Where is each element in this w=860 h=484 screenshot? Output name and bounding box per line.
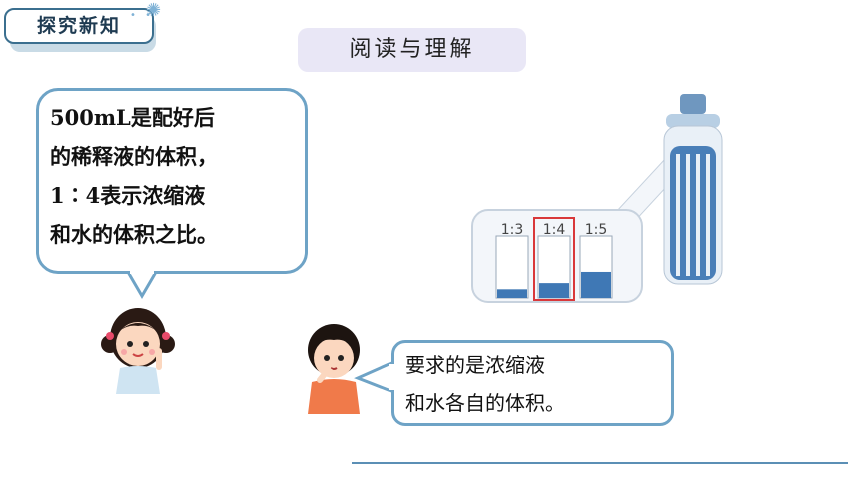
beaker-group: 1:3 1:4 1:5 (495, 217, 613, 301)
beaker-liquid (581, 271, 611, 298)
girl-speech-line: 和水的体积之比。 (50, 222, 218, 247)
boy-speech-line: 要求的是浓缩液 (405, 353, 545, 377)
beaker-liquid (539, 283, 569, 298)
boy-speech-line: 和水各自的体积。 (405, 391, 565, 415)
page-title: 阅读与理解 (298, 28, 526, 72)
badge-label: 探究新知 (36, 15, 121, 37)
girl-speech-line: 500mL是配好后 (50, 105, 215, 130)
beaker-glass (495, 235, 529, 299)
tail-cover (389, 364, 395, 390)
girl-speech-text: 500mL是配好后 的稀释液的体积， 1∶4表示浓缩液 和水的体积之比。 (50, 98, 300, 254)
girl-bubble-tail (126, 271, 158, 299)
beaker-liquid (497, 289, 527, 298)
girl-character (101, 308, 175, 394)
bottom-divider (352, 462, 848, 464)
bottle-icon (663, 94, 723, 285)
boy-speech-text: 要求的是浓缩液 和水各自的体积。 (405, 346, 667, 422)
beaker-label: 1:5 (585, 222, 608, 238)
boy-speech-bubble (391, 340, 674, 426)
girl-speech-line: 1∶4表示浓缩液 (50, 183, 206, 208)
beaker-label: 1:3 (501, 222, 524, 238)
girl-speech-line: 的稀释液的体积， (50, 144, 218, 169)
beaker-label: 1:4 (543, 222, 566, 238)
beaker-highlight (533, 217, 575, 301)
badge-box (4, 8, 154, 44)
boy-character (308, 324, 360, 414)
dots-icon: • • (130, 10, 154, 21)
diluent-scene: 1:3 1:4 1:5 (471, 94, 723, 303)
tail-cover (130, 270, 154, 274)
section-badge: 探究新知 ✺ • • (4, 0, 161, 56)
sun-icon: ✺ (146, 0, 162, 21)
girl-speech-bubble (36, 88, 308, 274)
